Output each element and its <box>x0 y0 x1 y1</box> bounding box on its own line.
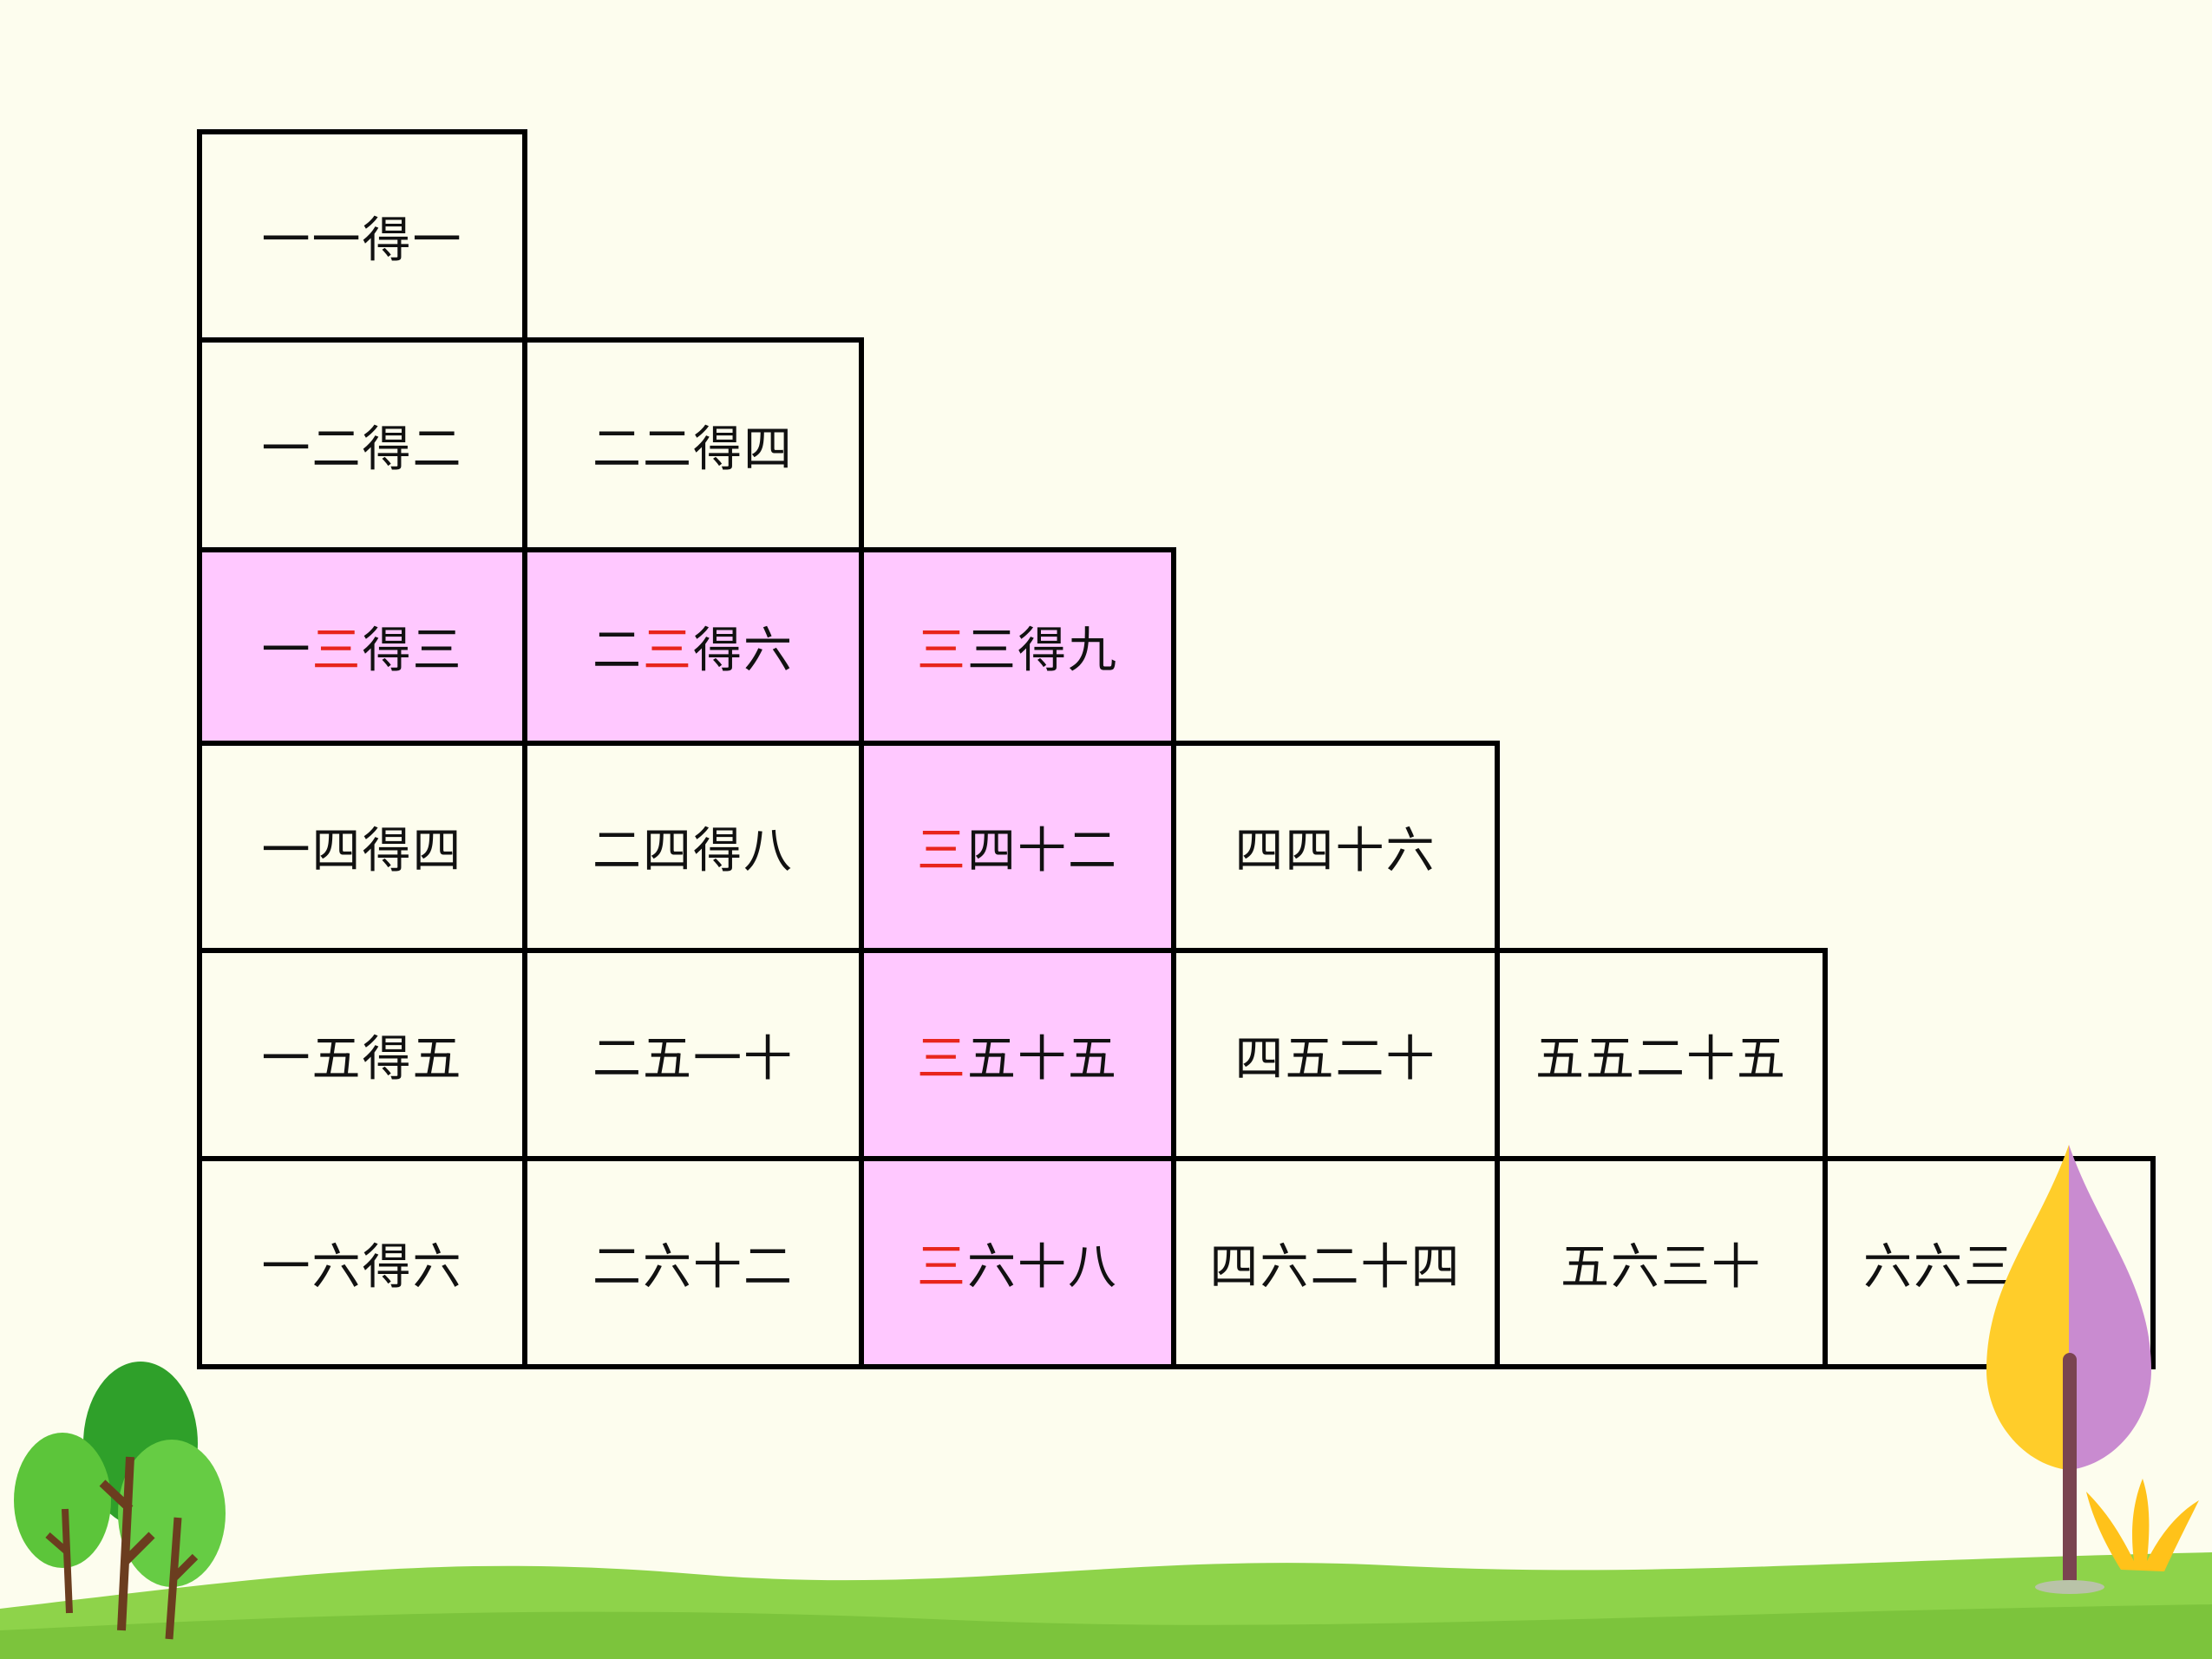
highlight-digit: 三 <box>917 623 967 679</box>
rhyme-text: 二四得八 <box>592 823 794 879</box>
rhyme-text: 四六二十四 <box>1209 1238 1462 1296</box>
rhyme-cell-r4c4: 四四十六 <box>1171 741 1500 953</box>
rhyme-cell-r6c6: 六六三十六 <box>1823 1156 2156 1369</box>
rhyme-cell-r5c2: 二五一十 <box>522 948 864 1161</box>
rhyme-cell-r6c5: 五六三十 <box>1495 1156 1828 1369</box>
rhyme-text: 二 <box>592 623 643 679</box>
rhyme-cell-r6c4: 四六二十四 <box>1171 1156 1500 1369</box>
rhyme-text: 一五得五 <box>261 1030 463 1087</box>
rhyme-cell-r3c3: 三三得九 <box>859 547 1176 746</box>
rhyme-text: 二五一十 <box>592 1030 794 1087</box>
rhyme-cell-r4c3: 三四十二 <box>859 741 1176 953</box>
rhyme-cell-r4c2: 二四得八 <box>522 741 864 953</box>
highlight-digit: 三 <box>311 623 363 679</box>
rhyme-cell-r6c2: 二六十二 <box>522 1156 864 1369</box>
rhyme-text: 一六得六 <box>261 1238 463 1296</box>
rhyme-text: 四十二 <box>967 823 1118 879</box>
rhyme-cell-r3c2: 二三得六 <box>522 547 864 746</box>
highlight-digit: 三 <box>917 1030 967 1087</box>
rhyme-text: 六六三十六 <box>1863 1238 2115 1296</box>
highlight-digit: 三 <box>917 1238 967 1296</box>
rhyme-cell-r4c1: 一四得四 <box>197 741 527 953</box>
rhyme-text: 一 <box>261 623 312 679</box>
rhyme-text: 一二得二 <box>261 421 463 478</box>
rhyme-text: 五十五 <box>967 1030 1118 1087</box>
rhyme-cell-r6c3: 三六十八 <box>859 1156 1176 1369</box>
rhyme-text: 三得九 <box>967 623 1118 679</box>
rhyme-text: 四四十六 <box>1234 823 1436 879</box>
rhyme-text: 一四得四 <box>261 823 463 879</box>
rhyme-cell-r5c5: 五五二十五 <box>1495 948 1828 1161</box>
rhyme-cell-r3c1: 一三得三 <box>197 547 527 746</box>
rhyme-text: 二二得四 <box>592 421 794 478</box>
rhyme-text: 六十八 <box>967 1238 1118 1296</box>
rhyme-text: 得六 <box>693 623 794 679</box>
rhyme-text: 二六十二 <box>592 1238 794 1296</box>
rhyme-cell-r5c1: 一五得五 <box>197 948 527 1161</box>
rhyme-cell-r1c1: 一一得一 <box>197 129 527 343</box>
highlight-digit: 三 <box>917 823 967 879</box>
rhyme-text: 得三 <box>362 623 463 679</box>
rhyme-cell-r5c4: 四五二十 <box>1171 948 1500 1161</box>
rhyme-cell-r5c3: 三五十五 <box>859 948 1176 1161</box>
highlight-digit: 三 <box>643 623 693 679</box>
rhyme-text: 五五二十五 <box>1535 1030 1787 1087</box>
rhyme-cell-r2c2: 二二得四 <box>522 337 864 552</box>
rhyme-text: 一一得一 <box>261 212 463 269</box>
rhyme-text: 四五二十 <box>1234 1030 1436 1087</box>
rhyme-cell-r2c1: 一二得二 <box>197 337 527 552</box>
rhyme-text: 五六三十 <box>1561 1238 1762 1296</box>
rhyme-cell-r6c1: 一六得六 <box>197 1156 527 1369</box>
